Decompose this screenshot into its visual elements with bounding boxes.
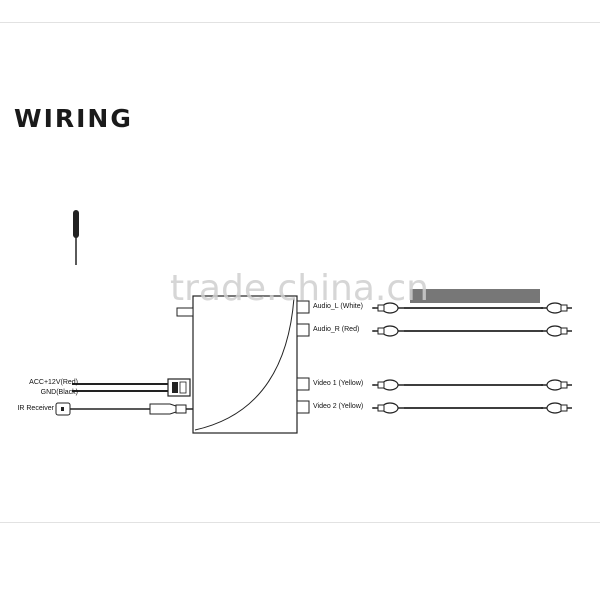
gnd-label: GND(Black) bbox=[40, 389, 78, 396]
rca-plug-right bbox=[541, 402, 572, 414]
top-rule bbox=[0, 22, 600, 23]
page-title: WIRING bbox=[14, 104, 133, 133]
antenna-icon bbox=[73, 210, 79, 265]
video2-label: Video 2 (Yellow) bbox=[313, 403, 364, 410]
audio-r-label: Audio_R (Red) bbox=[313, 326, 360, 333]
rca-plug-left bbox=[373, 379, 404, 391]
watermark-text: trade.china.cn bbox=[170, 268, 429, 309]
rca-plug-right bbox=[541, 325, 572, 337]
power-connector bbox=[72, 378, 191, 397]
rca-plug-left bbox=[373, 402, 404, 414]
rca-plug-left bbox=[373, 302, 404, 314]
video1-label: Video 1 (Yellow) bbox=[313, 380, 364, 387]
ir-label: IR Receiver bbox=[17, 405, 54, 412]
rca-cable-1 bbox=[372, 302, 572, 314]
rca-plug-right bbox=[541, 379, 572, 391]
bottom-rule bbox=[0, 522, 600, 523]
cable-band bbox=[410, 289, 540, 303]
rca-cable-4 bbox=[372, 402, 572, 414]
ir-receiver bbox=[55, 402, 193, 416]
rca-cable-2 bbox=[372, 325, 572, 337]
acc-label: ACC+12V(Red) bbox=[29, 379, 78, 386]
receiver-box bbox=[176, 295, 298, 434]
rca-plug-left bbox=[373, 325, 404, 337]
rca-plug-right bbox=[541, 302, 572, 314]
output-ports bbox=[296, 300, 310, 414]
rca-cable-3 bbox=[372, 379, 572, 391]
audio-l-label: Audio_L (White) bbox=[313, 303, 363, 310]
rca-cables bbox=[372, 302, 572, 414]
